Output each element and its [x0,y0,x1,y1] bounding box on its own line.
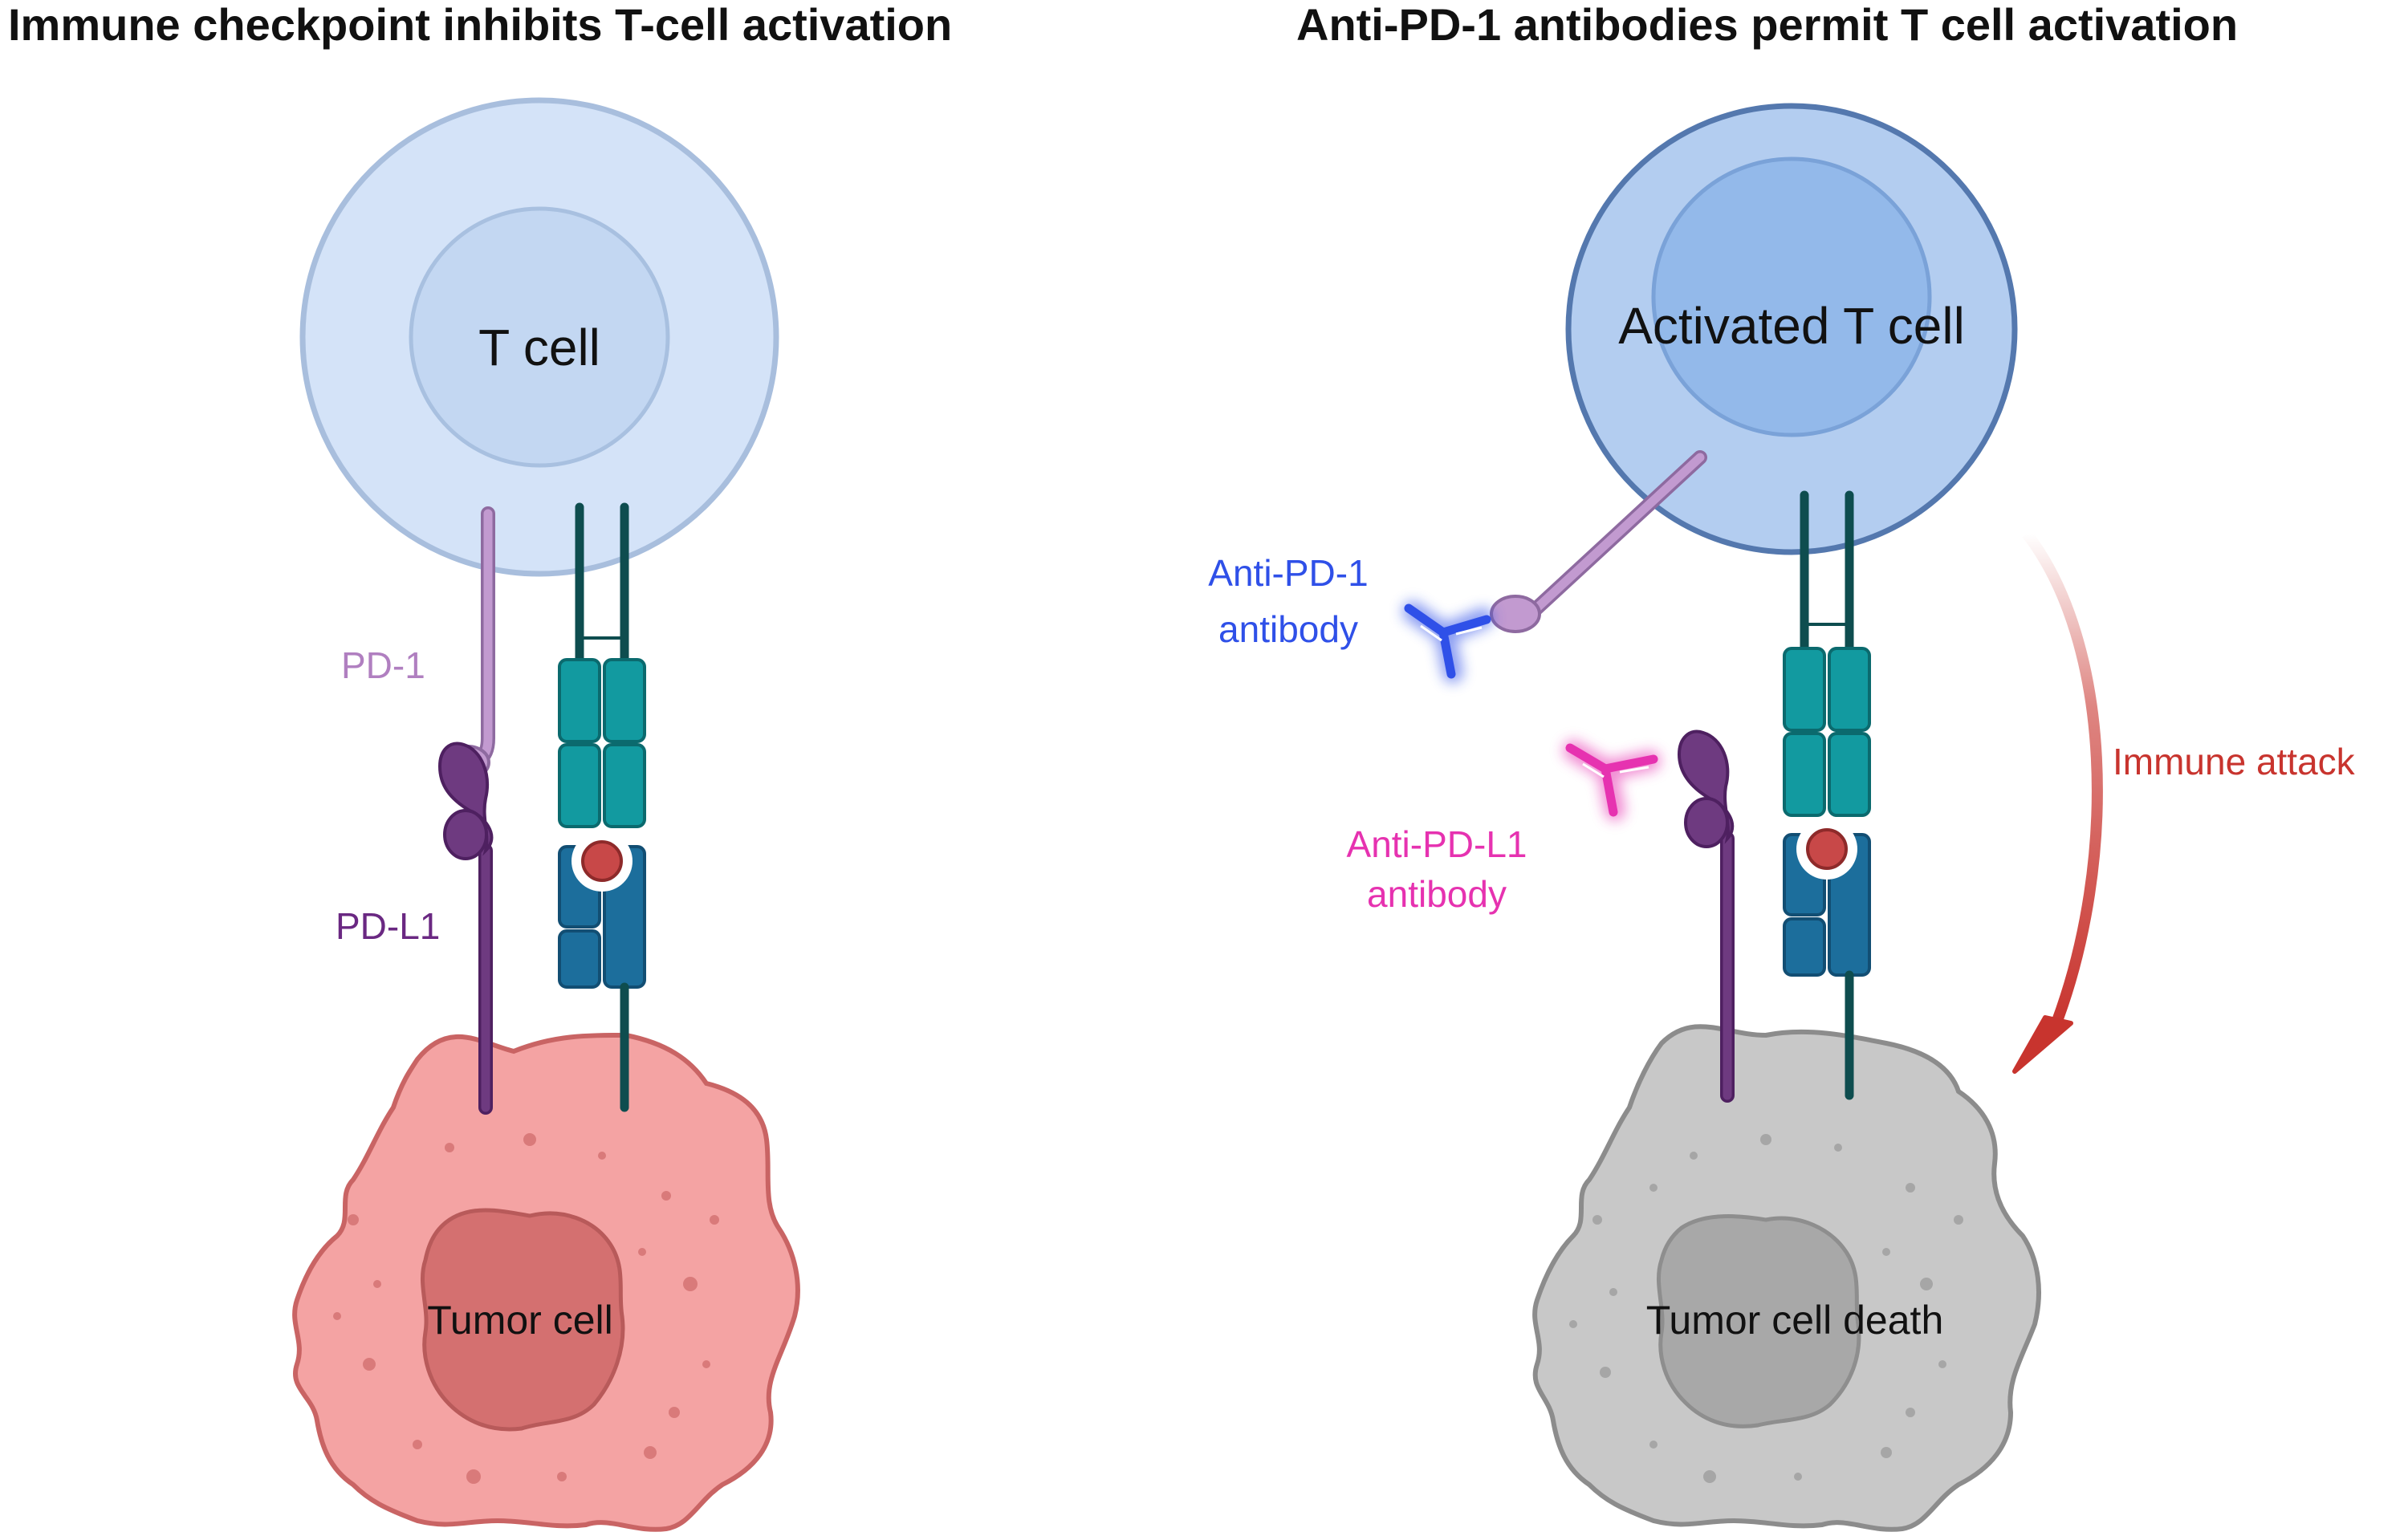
tumor-cell: Tumor cell [292,1032,800,1532]
anti-pd1-antibody [1402,601,1494,683]
antigen [581,840,623,882]
pd1-receptor-right [1490,450,1707,633]
t-cell: T cell [299,97,779,577]
tumor-cell-granules [333,1133,719,1484]
arrow-head-icon [2012,1015,2073,1074]
tumor-cell-label: Tumor cell [427,1298,613,1343]
activated-t-cell: Activated T cell [1565,103,2018,555]
pd1-label: PD-1 [341,644,425,686]
anti-pdl1-label-line2: antibody [1367,873,1507,915]
left-panel-title: Immune checkpoint inhibits T-cell activa… [8,0,952,50]
activated-t-cell-nucleus [1651,156,1932,437]
tcr-mhc-complex-right [1783,490,1871,1100]
pdl1-ligand-right [1677,729,1735,1103]
anti-pd1-label-line2: antibody [1218,608,1358,650]
dead-tumor-cell-label: Tumor cell death [1646,1298,1944,1343]
pdl1-label: PD-L1 [336,905,440,947]
right-panel: Anti-PD-1 antibodies permit T cell activ… [1208,0,2356,1532]
anti-pd1-label-line1: Anti-PD-1 [1208,552,1368,594]
dead-tumor-cell: Tumor cell death [1532,1024,2041,1532]
tumor-cell-nucleus [421,1208,625,1432]
dead-tumor-cell-nucleus [1657,1214,1861,1428]
anti-pdl1-label-line1: Anti-PD-L1 [1347,823,1527,865]
anti-pdl1-antibody [1563,740,1661,821]
pdl1-ligand [437,742,494,1115]
left-panel: Immune checkpoint inhibits T-cell activa… [8,0,952,1532]
t-cell-nucleus [409,206,670,468]
t-cell-label: T cell [478,319,600,376]
tcr-mhc-complex [558,502,646,1112]
antigen-right [1806,828,1848,870]
dead-tumor-cell-granules [1569,1134,1963,1483]
activated-t-cell-label: Activated T cell [1618,297,1965,355]
immune-attack-label: Immune attack [2113,741,2356,782]
right-panel-title: Anti-PD-1 antibodies permit T cell activ… [1296,0,2238,50]
immune-attack-arrow [2012,530,2103,1074]
